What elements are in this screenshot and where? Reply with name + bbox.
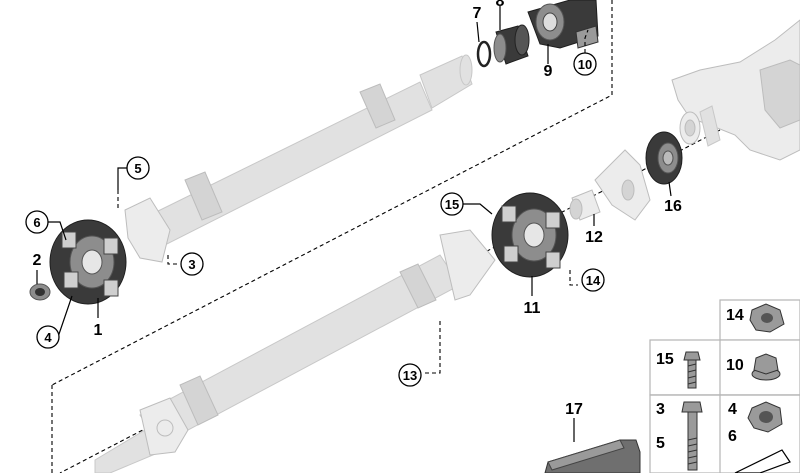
- callout-15: 15: [440, 192, 464, 216]
- callout-11: 11: [524, 300, 541, 317]
- callout-4: 4: [36, 325, 60, 349]
- callout-2: 2: [33, 252, 42, 269]
- upper-boundary-line: [51, 0, 613, 386]
- svg-text:11: 11: [524, 300, 541, 317]
- bushing-12: [569, 189, 601, 221]
- svg-text:7: 7: [473, 5, 482, 22]
- svg-text:8: 8: [496, 0, 505, 10]
- svg-text:5: 5: [656, 435, 665, 452]
- svg-text:17: 17: [565, 401, 583, 418]
- svg-text:10: 10: [726, 357, 744, 374]
- svg-text:6: 6: [728, 428, 737, 445]
- bolt-3-5-icon: [681, 401, 703, 471]
- callout-13: 13: [398, 363, 422, 387]
- svg-text:14: 14: [586, 273, 601, 288]
- callout-9: 9: [544, 63, 553, 80]
- callout-1: 1: [94, 322, 103, 339]
- flex-disc-rear: [491, 192, 569, 278]
- callout-16: 16: [664, 198, 682, 215]
- svg-text:3: 3: [188, 257, 195, 272]
- callout-5: 5: [126, 156, 150, 180]
- flex-disc-front: [49, 219, 127, 305]
- callout-17: 17: [565, 401, 583, 418]
- callout-7: 7: [473, 5, 482, 22]
- callout-3: 3: [180, 252, 204, 276]
- svg-text:2: 2: [33, 252, 42, 269]
- svg-text:15: 15: [656, 351, 674, 368]
- svg-text:16: 16: [664, 198, 682, 215]
- svg-text:10: 10: [578, 57, 592, 72]
- front-propeller-shaft: [124, 54, 473, 263]
- svg-text:1: 1: [94, 322, 103, 339]
- svg-text:5: 5: [134, 161, 141, 176]
- callout-14: 14: [581, 268, 605, 292]
- callout-12: 12: [585, 229, 603, 246]
- hex-nut-4-6-icon: [747, 401, 783, 433]
- rear-propeller-shaft: [94, 229, 496, 473]
- center-bearing-9: [527, 0, 599, 49]
- bushing-2: [29, 283, 51, 301]
- svg-text:3: 3: [656, 401, 665, 418]
- svg-text:12: 12: [585, 229, 603, 246]
- snap-ring-7: [476, 40, 492, 68]
- svg-text:9: 9: [544, 63, 553, 80]
- hardware-panel: 14 15 10 3 5 4 6: [649, 299, 800, 473]
- output-flange-16: [645, 131, 683, 185]
- flange-nut-10-icon: [751, 353, 781, 381]
- protective-sleeve-17: [544, 439, 641, 473]
- center-bearing-sleeve-8: [493, 24, 530, 65]
- scale-marker-icon: [734, 449, 791, 473]
- svg-text:13: 13: [403, 368, 417, 383]
- rear-differential: [671, 19, 800, 161]
- svg-text:14: 14: [726, 307, 744, 324]
- yoke-flange: [594, 149, 651, 221]
- svg-text:4: 4: [44, 330, 52, 345]
- svg-text:15: 15: [445, 197, 459, 212]
- callout-8: 8: [496, 0, 505, 10]
- callout-6: 6: [25, 210, 49, 234]
- bolt-15-icon: [683, 351, 701, 389]
- svg-text:4: 4: [728, 401, 737, 418]
- callout-10: 10: [573, 52, 597, 76]
- svg-text:6: 6: [33, 215, 40, 230]
